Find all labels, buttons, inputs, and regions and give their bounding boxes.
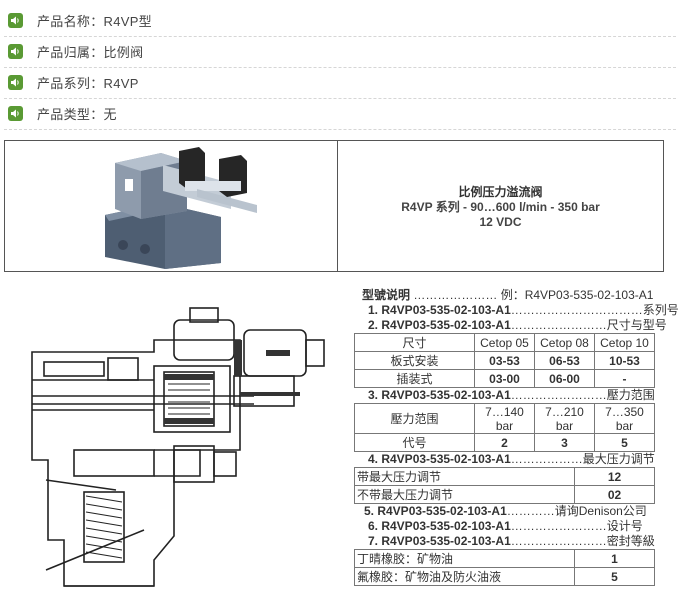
size-row-label: 插装式	[354, 369, 475, 388]
product-name-row: 产品名称：R4VP型	[8, 10, 152, 30]
valve-cross-section-diagram	[31, 307, 325, 587]
max-pressure-table: 带最大压力调节 12 不带最大压力调节 02	[354, 467, 655, 504]
size-cell: 03-00	[474, 369, 535, 388]
model-code-line-5: 5. R4VP03-535-02-103-A1…………请询Denison公司	[364, 504, 647, 518]
pressure-code-label: 代号	[354, 433, 475, 452]
model-code-section: 型號说明 ………………… 例：R4VP03-535-02-103-A1 1. R…	[354, 288, 679, 586]
product-series: 产品系列：R4VP	[37, 75, 139, 91]
size-table: 尺寸 Cetop 05 Cetop 08 Cetop 10 板式安装 03-53…	[354, 333, 655, 388]
box-divider	[337, 141, 338, 271]
seal-option: 丁晴橡胶：矿物油	[354, 549, 575, 568]
size-cell: 03-53	[474, 351, 535, 370]
model-code-line-6: 6. R4VP03-535-02-103-A1……………………设计号	[368, 519, 643, 533]
model-code-line-7: 7. R4VP03-535-02-103-A1……………………密封等級	[368, 534, 655, 548]
model-code-line-4: 4. R4VP03-535-02-103-A1………………最大压力调节	[368, 452, 655, 466]
model-code-header: 型號说明 ………………… 例：R4VP03-535-02-103-A1	[362, 288, 654, 302]
speaker-icon	[8, 74, 23, 90]
product-title: 比例压力溢流阀	[458, 185, 543, 199]
product-series-row: 产品系列：R4VP	[8, 72, 139, 92]
model-code-line-1: 1. R4VP03-535-02-103-A1……………………………系列号	[368, 303, 679, 317]
speaker-icon	[8, 105, 23, 121]
size-header-label: 尺寸	[354, 333, 475, 352]
pressure-range: 7…210 bar	[534, 403, 595, 434]
pressure-code: 2	[474, 433, 535, 452]
product-spec: R4VP 系列 - 90…600 l/min - 350 bar	[401, 200, 600, 214]
product-category-row: 产品归属：比例阀	[8, 41, 143, 61]
max-pressure-code: 12	[574, 467, 655, 486]
max-pressure-code: 02	[574, 485, 655, 504]
size-cell: 06-00	[534, 369, 595, 388]
valve-photo	[105, 147, 257, 269]
speaker-icon	[8, 12, 23, 28]
max-pressure-option: 不带最大压力调节	[354, 485, 575, 504]
pressure-code: 3	[534, 433, 595, 452]
product-description: 比例压力溢流阀 R4VP 系列 - 90…600 l/min - 350 bar…	[338, 185, 663, 230]
size-cell: 06-53	[534, 351, 595, 370]
product-type-row: 产品类型：无	[8, 103, 117, 123]
seal-option: 氟橡胶：矿物油及防火油液	[354, 567, 575, 586]
pressure-label: 壓力范围	[354, 403, 475, 434]
pressure-code: 5	[594, 433, 655, 452]
product-voltage: 12 VDC	[479, 215, 522, 229]
max-pressure-option: 带最大压力调节	[354, 467, 575, 486]
size-header-cetop10: Cetop 10	[594, 333, 655, 352]
seal-code: 5	[574, 567, 655, 586]
pressure-range: 7…350 bar	[594, 403, 655, 434]
product-category: 产品归属：比例阀	[37, 44, 144, 60]
model-code-line-3: 3. R4VP03-535-02-103-A1……………………壓力范围	[368, 388, 655, 402]
size-header-cetop05: Cetop 05	[474, 333, 535, 352]
model-code-line-2: 2. R4VP03-535-02-103-A1……………………尺寸与型号	[368, 318, 667, 332]
product-box: 比例压力溢流阀 R4VP 系列 - 90…600 l/min - 350 bar…	[4, 140, 664, 272]
size-cell: -	[594, 369, 655, 388]
product-name: 产品名称：R4VP型	[37, 13, 152, 29]
size-cell: 10-53	[594, 351, 655, 370]
size-header-cetop08: Cetop 08	[534, 333, 595, 352]
seal-code: 1	[574, 549, 655, 568]
size-row-label: 板式安装	[354, 351, 475, 370]
pressure-table: 壓力范围 7…140 bar 7…210 bar 7…350 bar 代号 2 …	[354, 403, 655, 452]
speaker-icon	[8, 43, 23, 59]
pressure-range: 7…140 bar	[474, 403, 535, 434]
product-type: 产品类型：无	[37, 106, 117, 122]
seal-table: 丁晴橡胶：矿物油 1 氟橡胶：矿物油及防火油液 5	[354, 549, 655, 586]
